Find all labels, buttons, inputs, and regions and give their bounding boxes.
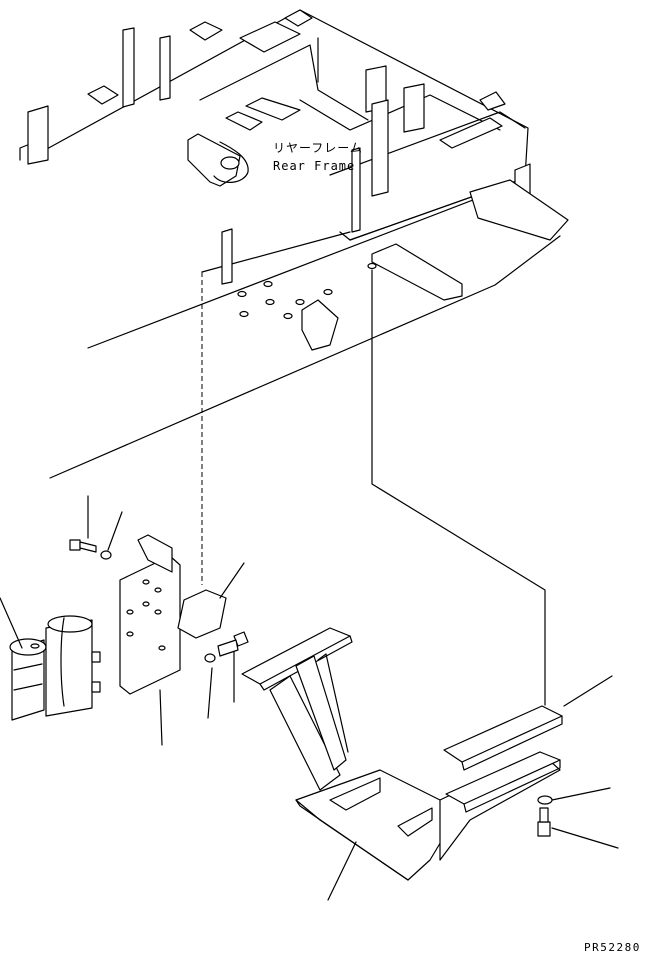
step-plate-upper (443, 705, 563, 771)
electric-motor-unit (9, 615, 101, 721)
step-plate-lower (445, 751, 561, 813)
step-bracket (241, 627, 561, 881)
cover-plate (177, 589, 227, 639)
mounting-plate (119, 534, 181, 695)
bolt-step (537, 807, 551, 837)
bolt-upper-left (69, 539, 97, 553)
rear-frame-en-label: Rear Frame (273, 159, 355, 173)
washer-step (537, 795, 553, 805)
rear-frame (19, 9, 569, 479)
leader-lines (0, 495, 619, 901)
drawing-code: PR52280 (584, 941, 641, 954)
washer-upper-left (100, 550, 112, 560)
rear-frame-label: リヤーフレーム Rear Frame (273, 141, 363, 173)
bolt-right (217, 631, 249, 657)
alignment-line-right (371, 269, 546, 706)
washer-right (204, 653, 216, 663)
rear-frame-jp-label: リヤーフレーム (273, 141, 363, 155)
